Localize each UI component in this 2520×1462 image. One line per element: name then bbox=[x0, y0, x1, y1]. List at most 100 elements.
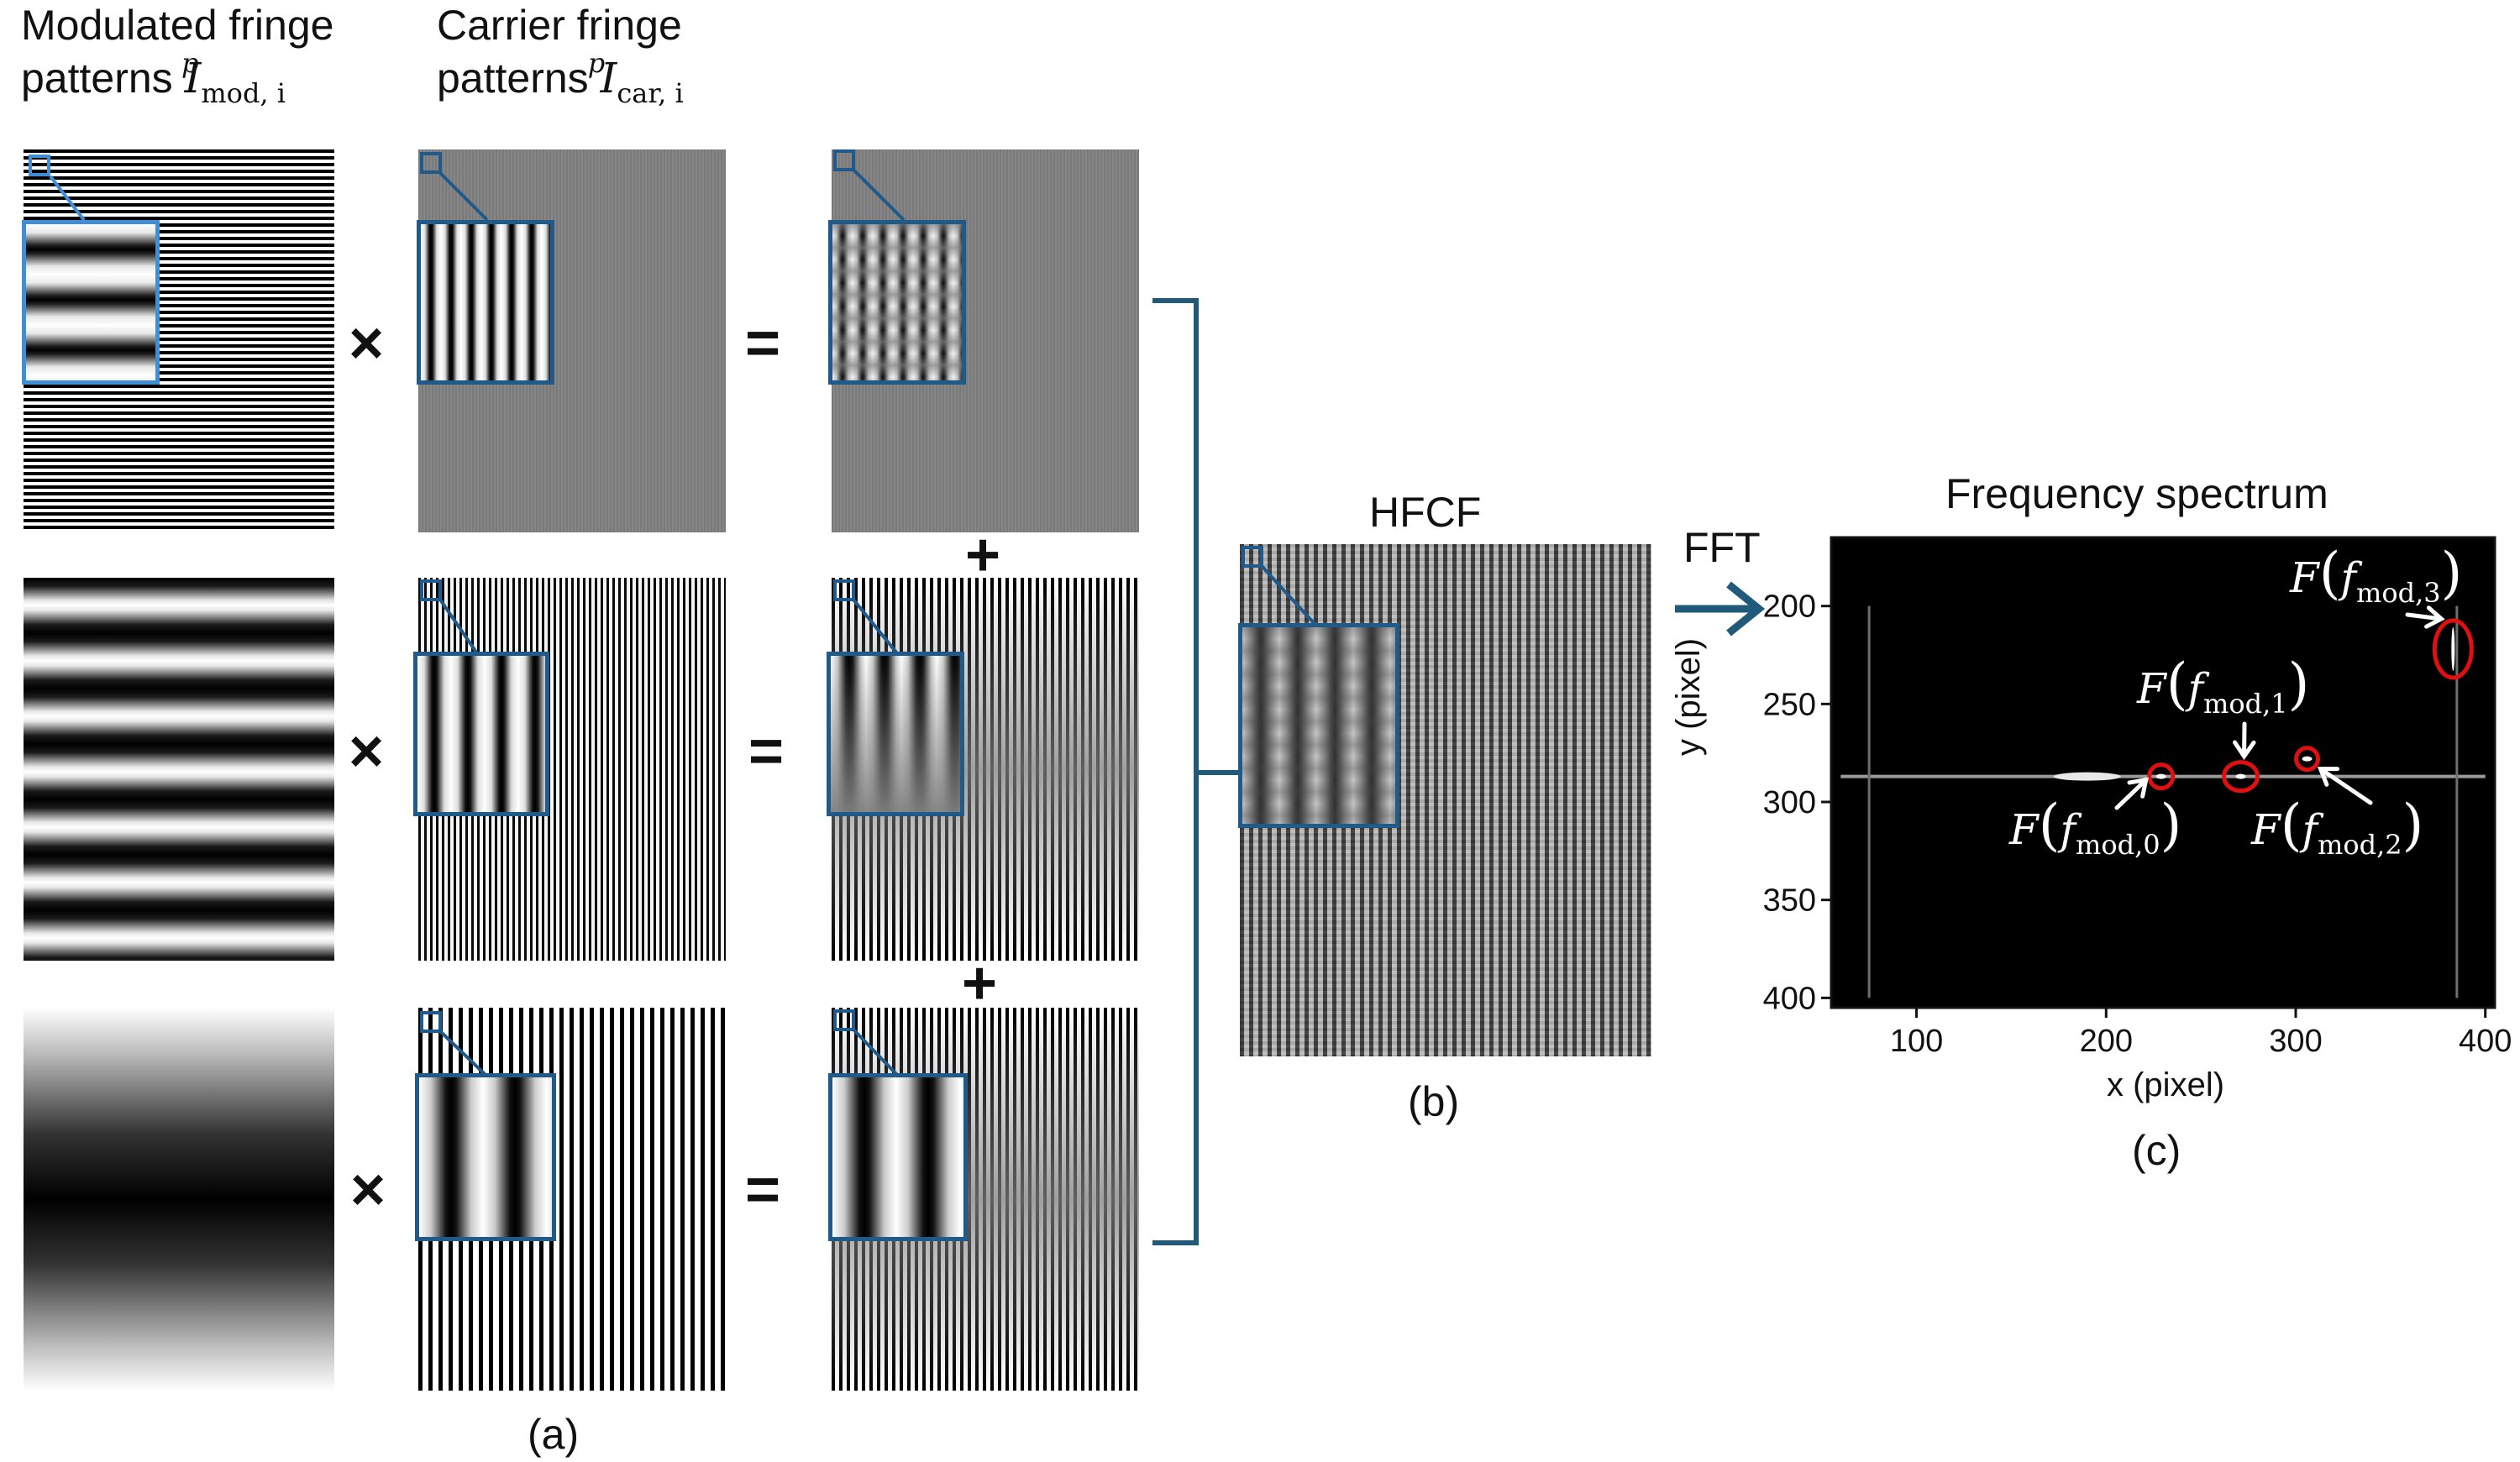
annotation-0-func: F bbox=[2009, 805, 2039, 854]
annotation-3-func: F bbox=[2290, 553, 2319, 602]
annotation-arrow-icon-3 bbox=[2405, 605, 2445, 629]
peak-marker-circle-0 bbox=[2147, 762, 2176, 791]
spectrum-peak-markers bbox=[2147, 618, 2474, 794]
product-pattern-2-zoom-inset bbox=[827, 652, 964, 816]
equals-sign-row-2: = bbox=[748, 718, 785, 785]
annotation-1-open-paren: ( bbox=[2166, 652, 2188, 716]
fft-label: FFT bbox=[1683, 524, 1761, 571]
multiply-sign-row-2: × bbox=[348, 718, 385, 785]
multiply-sign-row-1: × bbox=[348, 310, 385, 377]
carrier-title-line-2: patterns Icar, ip bbox=[437, 48, 690, 109]
peak-marker-circle-2 bbox=[2294, 746, 2321, 773]
y-tick-label-250: 250 bbox=[1763, 687, 1816, 722]
annotation-0-sub: mod,0 bbox=[2075, 829, 2160, 861]
panel-label-a: (a) bbox=[528, 1411, 580, 1458]
spectrum-title: Frequency spectrum bbox=[1945, 470, 2328, 517]
peak-marker-circle-1 bbox=[2222, 760, 2260, 794]
spectrum-x-axis-label: x (pixel) bbox=[2107, 1066, 2225, 1103]
product-pattern-1-zoom-inset bbox=[828, 220, 966, 385]
annotation-f-mod-2: F(fmod,2) bbox=[2251, 794, 2423, 861]
annotation-0-close-paren: ) bbox=[2160, 793, 2182, 857]
peak-marker-circle-3 bbox=[2432, 618, 2474, 680]
x-tick-label-100: 100 bbox=[1890, 1024, 1943, 1059]
panel-label-c: (c) bbox=[2132, 1127, 2181, 1174]
modulated-pattern-1-zoom-inset bbox=[22, 220, 160, 385]
modulated-title-patterns: patterns bbox=[21, 55, 185, 102]
modulated-symbol-base: I bbox=[184, 54, 202, 102]
spectrum-peak-1 bbox=[2235, 773, 2246, 779]
annotation-f-mod-1: F(fmod,1) bbox=[2137, 653, 2309, 720]
product-pattern-3-selection-box bbox=[833, 1009, 855, 1031]
annotation-2-open-paren: ( bbox=[2280, 793, 2302, 857]
spectrum-peak-2 bbox=[2302, 756, 2313, 762]
carrier-pattern-1-zoom-inset bbox=[417, 220, 554, 385]
annotation-3-sub: mod,3 bbox=[2355, 577, 2441, 609]
modulated-title-line-2: patterns Imod, ip bbox=[21, 47, 333, 109]
plus-sign-2: + bbox=[961, 950, 998, 1017]
carrier-pattern-2-zoom-inset bbox=[413, 652, 549, 816]
y-tick-label-400: 400 bbox=[1763, 981, 1816, 1016]
annotation-2-func: F bbox=[2251, 805, 2281, 854]
annotation-3-base: f bbox=[2340, 553, 2356, 602]
product-pattern-1-selection-box bbox=[833, 149, 855, 171]
equals-sign-row-1: = bbox=[744, 310, 781, 377]
spectrum-peak-3 bbox=[2451, 627, 2455, 671]
carrier-pattern-1-selection-box bbox=[420, 152, 442, 174]
annotation-3-close-paren: ) bbox=[2440, 541, 2463, 605]
carrier-title-patterns: patterns bbox=[437, 55, 601, 102]
spectrum-y-axis-label: y (pixel) bbox=[1670, 637, 1707, 756]
y-tick-label-200: 200 bbox=[1763, 590, 1816, 625]
product-pattern-2-selection-box bbox=[833, 579, 855, 601]
carrier-patterns-title: Carrier fringe patterns Icar, ip bbox=[437, 2, 689, 109]
plus-sign-1: + bbox=[964, 521, 1001, 589]
modulated-pattern-2 bbox=[24, 578, 334, 961]
annotation-arrow-icon-0 bbox=[2114, 777, 2149, 810]
modulated-patterns-title: Modulated fringe patterns Imod, ip bbox=[21, 2, 333, 109]
annotation-2-close-paren: ) bbox=[2402, 793, 2424, 857]
fft-arrow-icon bbox=[1675, 581, 1766, 637]
hfcf-selection-box bbox=[1242, 546, 1263, 568]
spectrum-features bbox=[1840, 605, 2486, 998]
multiply-sign-row-3: × bbox=[349, 1156, 386, 1224]
carrier-pattern-2-selection-box bbox=[420, 579, 442, 601]
spectrum-bright-blob bbox=[2053, 772, 2121, 781]
annotation-arrow-icon-2 bbox=[2317, 767, 2373, 805]
modulated-pattern-1-selection-box bbox=[29, 155, 50, 176]
carrier-pattern-3-zoom-inset bbox=[415, 1073, 556, 1241]
spectrum-frame bbox=[1830, 536, 2496, 1009]
modulated-pattern-3 bbox=[24, 1008, 334, 1391]
annotation-1-close-paren: ) bbox=[2287, 652, 2310, 716]
carrier-title-line-1: Carrier fringe bbox=[437, 2, 682, 49]
modulated-symbol-sub: mod, i bbox=[201, 77, 286, 109]
panel-label-b: (b) bbox=[1408, 1078, 1460, 1125]
annotation-1-sub: mod,1 bbox=[2202, 688, 2288, 720]
annotation-0-base: f bbox=[2060, 805, 2076, 854]
x-tick-label-300: 300 bbox=[2269, 1024, 2322, 1059]
carrier-symbol-sup: p bbox=[587, 47, 606, 79]
carrier-symbol: Icar, ip bbox=[588, 48, 690, 108]
annotation-1-base: f bbox=[2187, 664, 2203, 713]
annotation-f-mod-3: F(fmod,3) bbox=[2290, 542, 2462, 609]
modulated-symbol-sup: p bbox=[181, 47, 199, 79]
equals-sign-row-3: = bbox=[744, 1156, 781, 1224]
annotation-3-open-paren: ( bbox=[2318, 541, 2341, 605]
hfcf-title: HFCF bbox=[1369, 489, 1482, 536]
modulated-title-line-1: Modulated fringe bbox=[21, 2, 334, 49]
annotation-2-sub: mod,2 bbox=[2317, 829, 2402, 861]
hfcf-zoom-inset bbox=[1238, 623, 1399, 828]
annotation-2-base: f bbox=[2302, 805, 2318, 854]
y-tick-label-350: 350 bbox=[1763, 883, 1816, 919]
y-tick-label-300: 300 bbox=[1763, 785, 1816, 820]
spectrum-annotation-arrows bbox=[2114, 605, 2445, 810]
annotation-f-mod-0: F(fmod,0) bbox=[2009, 794, 2181, 861]
